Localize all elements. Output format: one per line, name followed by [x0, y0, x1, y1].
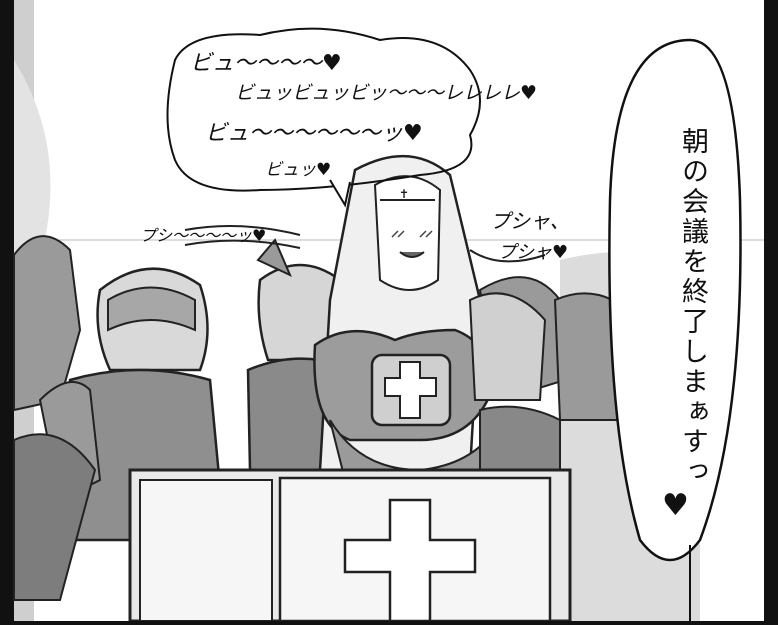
- sfx-line-4: ビュッ♥: [265, 160, 332, 180]
- sfx-left: プシ〜〜〜〜ッ♥: [140, 226, 267, 245]
- cross-icon: [384, 361, 437, 419]
- sfx-bubble: [166, 27, 481, 192]
- sfx-right-2: プシャ♥: [498, 242, 569, 263]
- sfx-right-1: プシャ、: [490, 209, 570, 233]
- sfx-line-2: ビュッビュッビッ〜〜〜レレレレ♥: [235, 82, 538, 104]
- nun-character: ✝: [313, 154, 496, 481]
- sfx-line-3: ビュ〜〜〜〜〜〜ッ♥: [205, 121, 423, 146]
- svg-text:✝: ✝: [399, 187, 409, 201]
- podium: [128, 468, 572, 623]
- sfx-line-1: ビュ〜〜〜〜♥: [190, 51, 342, 76]
- heart-icon: ♥: [662, 488, 689, 523]
- speech-bubble: [608, 38, 742, 562]
- speech-text: 朝の会議を終了しまぁすっ: [677, 127, 708, 487]
